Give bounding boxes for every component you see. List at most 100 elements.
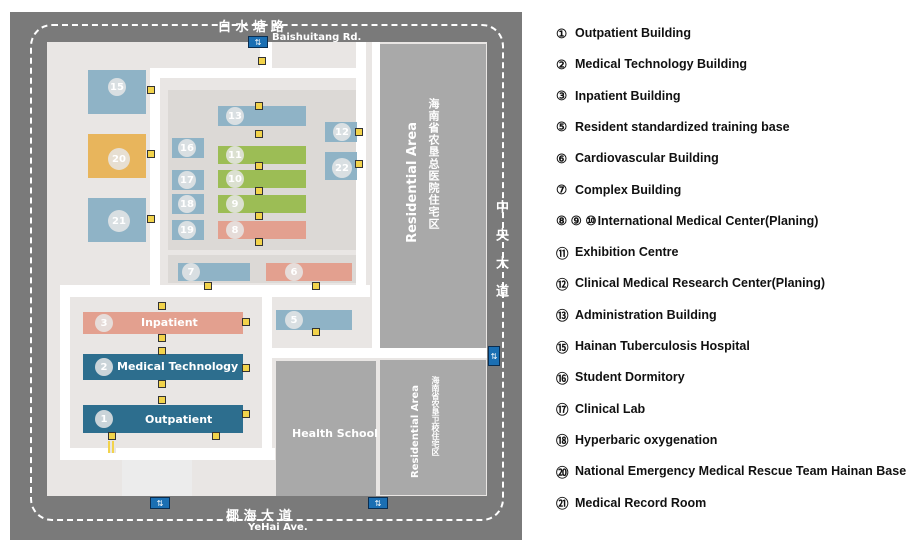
building-11-number: 11 (226, 146, 244, 164)
building-2[interactable]: 2 Medical Technology (83, 354, 243, 380)
legend-item-label: Cardiovascular Building (575, 151, 719, 166)
entrance-north[interactable]: ⇅ (248, 36, 268, 48)
residential-area-2-cn: 海南省农垦卫校住宅区 (431, 376, 440, 456)
legend-item: ⑰ Clinical Lab (556, 398, 645, 420)
building-1-label: Outpatient (145, 413, 213, 426)
legend-item-number: ③ (556, 89, 568, 104)
gate-marker (255, 238, 263, 246)
legend-item: ⑥ Cardiovascular Building (556, 147, 719, 169)
entrance-east[interactable]: ⇅ (488, 346, 500, 366)
building-9-number: 9 (226, 195, 244, 213)
legend-item-label: Resident standardized training base (575, 119, 790, 134)
gate-marker (158, 302, 166, 310)
legend-item-number: ① (556, 26, 568, 41)
gate-marker (147, 86, 155, 94)
legend-item-label: Medical Record Room (575, 495, 707, 510)
legend-item-label: Outpatient Building (575, 26, 691, 40)
road-east-cn: 中 央 大 道 (493, 200, 508, 297)
gate-marker (255, 212, 263, 220)
gate-marker (212, 432, 220, 440)
building-5-number: 5 (285, 311, 303, 329)
legend-item-number: ⑰ (556, 403, 569, 418)
gate-marker (147, 150, 155, 158)
building-19-number: 19 (178, 221, 196, 239)
path (372, 42, 380, 352)
gate-marker (242, 410, 250, 418)
path (60, 448, 275, 460)
legend-item: ⑦ Complex Building (556, 179, 681, 201)
path (150, 68, 366, 78)
legend-item-number: ⑧ ⑨ ⑩ (556, 214, 597, 229)
gate-marker (147, 215, 155, 223)
legend-item: ㉑ Medical Record Room (556, 492, 706, 514)
path (60, 285, 70, 455)
entrance-south-2[interactable]: ⇅ (368, 497, 388, 509)
path (122, 460, 192, 496)
building-1-number: 1 (95, 410, 113, 428)
legend-item-number: ⑳ (556, 465, 569, 480)
gate-marker (255, 102, 263, 110)
legend-item-number: ⑤ (556, 120, 568, 135)
legend-item-number: ⑱ (556, 434, 569, 449)
legend-item-label: Complex Building (575, 182, 682, 197)
gate-marker (158, 396, 166, 404)
road-south-cn: 椰 海 大 道 (226, 509, 292, 524)
building-22-number: 22 (332, 158, 352, 178)
building-16-number: 16 (178, 139, 196, 157)
legend-item-number: ⑮ (556, 340, 569, 355)
gate-marker (355, 128, 363, 136)
legend-item-number: ㉑ (556, 497, 569, 511)
legend-item-number: ⑯ (556, 371, 569, 386)
gate-marker (258, 57, 266, 65)
gate-marker (255, 162, 263, 170)
legend-item: ⑱ Hyperbaric oxygenation (556, 429, 717, 451)
health-school-label: Health School (292, 427, 378, 440)
health-school (276, 361, 376, 496)
legend-item: ① Outpatient Building (556, 22, 691, 44)
building-10-number: 10 (226, 170, 244, 188)
building-2-label: Medical Technology (117, 360, 239, 373)
gate-marker (158, 347, 166, 355)
building-3-label: Inpatient (141, 316, 198, 329)
road-north-en: Baishuitang Rd. (272, 32, 362, 43)
legend-item-label: National Emergency Medical Rescue Team H… (575, 464, 907, 479)
legend-item-number: ⑬ (556, 309, 569, 324)
residential-area-1 (380, 44, 486, 348)
entrance-south-1[interactable]: ⇅ (150, 497, 170, 509)
path (150, 68, 160, 293)
legend-item-label: Inpatient Building (575, 88, 681, 103)
legend-item-label: Clinical Lab (575, 401, 646, 416)
legend-item-number: ⑥ (556, 151, 568, 166)
legend-item: ⑯ Student Dormitory (556, 366, 685, 388)
path (60, 285, 370, 297)
gate-marker (312, 328, 320, 336)
legend-item: ⑳ National Emergency Medical Rescue Team … (556, 460, 906, 482)
ramp (108, 441, 116, 453)
residential-area-2 (380, 360, 486, 495)
gate-marker (355, 160, 363, 168)
legend-item: ③ Inpatient Building (556, 85, 681, 107)
residential-area-1-cn: 海南省农垦总医院住宅区 (427, 98, 440, 230)
building-6[interactable] (266, 263, 352, 281)
building-13-number: 13 (226, 107, 244, 125)
gate-marker (204, 282, 212, 290)
path (262, 285, 272, 457)
campus-map: 海南省农垦总医院住宅区 Residential Area 海南省农垦卫校住宅区 … (10, 12, 522, 540)
building-1[interactable]: 1 Outpatient (83, 405, 243, 433)
residential-area-2-en: Residential Area (410, 385, 421, 478)
legend-item-number: ⑦ (556, 183, 568, 197)
legend-item-label: Hyperbaric oxygenation (575, 432, 718, 447)
legend-item-label: Student Dormitory (575, 370, 685, 385)
building-12-number: 12 (333, 123, 351, 141)
path (272, 348, 487, 358)
building-15-number: 15 (108, 78, 126, 96)
building-3[interactable]: 3 Inpatient (83, 312, 243, 334)
legend-item-label: International Medical Center(Planing) (597, 213, 819, 228)
legend-item-number: ⑪ (556, 246, 569, 261)
legend-item-label: Medical Technology Building (575, 57, 747, 72)
